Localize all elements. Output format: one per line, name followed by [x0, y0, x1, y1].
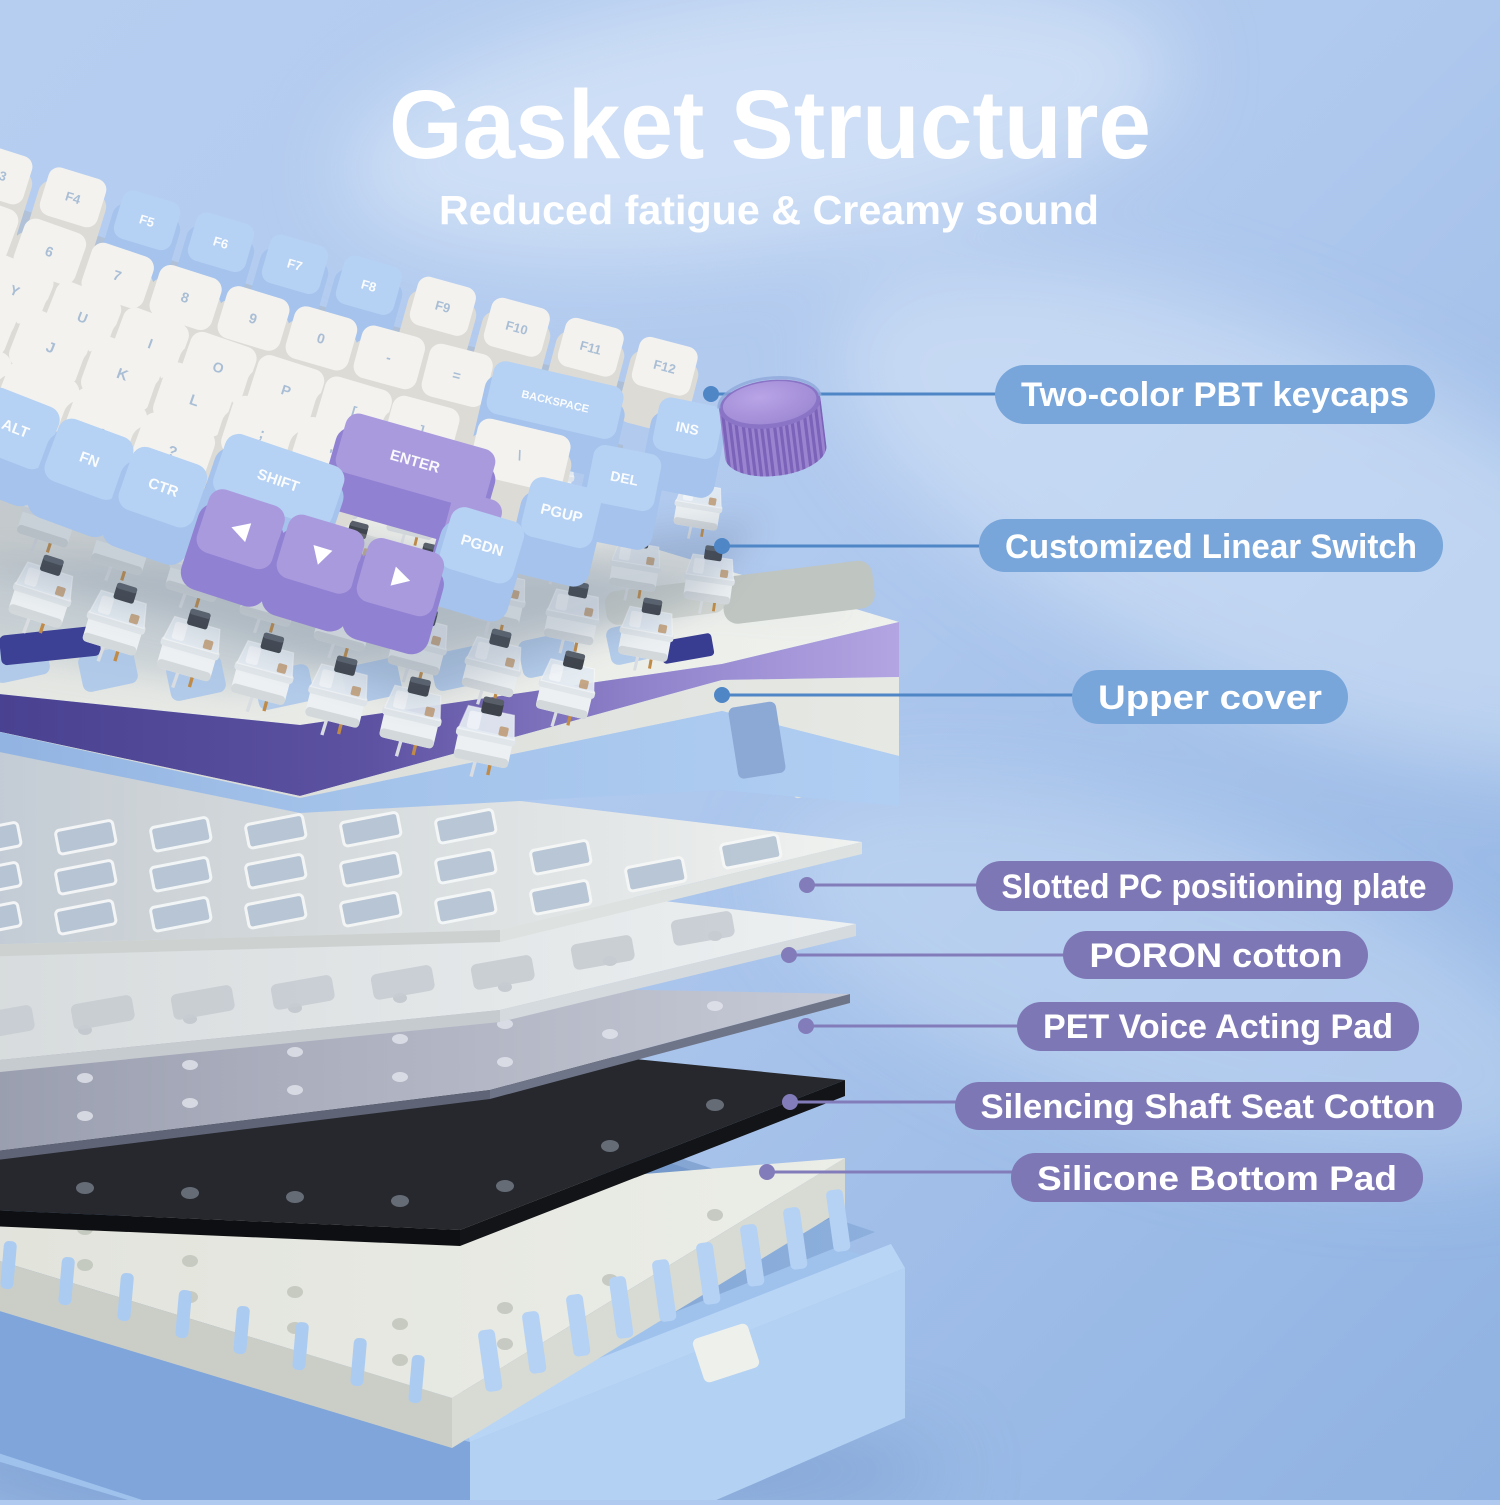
- svg-text:Slotted PC positioning plate: Slotted PC positioning plate: [1002, 868, 1427, 906]
- svg-text:INS: INS: [674, 418, 700, 438]
- svg-text:Reduced fatigue & Creamy sound: Reduced fatigue & Creamy sound: [439, 187, 1099, 233]
- svg-text:FN: FN: [77, 448, 102, 471]
- svg-text:F12: F12: [652, 357, 677, 377]
- svg-text:;: ;: [257, 425, 267, 443]
- svg-text:]: ]: [417, 422, 426, 439]
- svg-text:P: P: [279, 381, 293, 399]
- svg-text:F11: F11: [578, 338, 603, 358]
- svg-text:F6: F6: [211, 233, 230, 252]
- svg-text:.: .: [99, 418, 109, 435]
- svg-text:Gasket Structure: Gasket Structure: [389, 70, 1151, 179]
- svg-text:Silicone Bottom Pad: Silicone Bottom Pad: [1037, 1160, 1397, 1198]
- svg-text:F7: F7: [285, 255, 304, 274]
- svg-text:F3: F3: [0, 165, 8, 184]
- svg-text:,: ,: [31, 392, 41, 409]
- svg-text:F9: F9: [433, 297, 452, 316]
- svg-text:Silencing Shaft Seat Cotton: Silencing Shaft Seat Cotton: [981, 1088, 1436, 1126]
- svg-text:-: -: [384, 349, 393, 366]
- svg-text:Upper cover: Upper cover: [1098, 679, 1322, 717]
- svg-text:O: O: [211, 358, 227, 377]
- svg-text:\: \: [516, 447, 524, 463]
- svg-text:': ': [326, 446, 334, 463]
- svg-text:DEL: DEL: [609, 468, 640, 489]
- svg-text:I: I: [146, 335, 155, 351]
- svg-text:F4: F4: [63, 188, 83, 207]
- svg-text:F10: F10: [504, 318, 530, 338]
- svg-text:Two-color PBT keycaps: Two-color PBT keycaps: [1021, 376, 1409, 414]
- svg-text:=: =: [451, 366, 463, 384]
- svg-text:PORON cotton: PORON cotton: [1090, 937, 1343, 975]
- svg-text:Customized Linear Switch: Customized Linear Switch: [1005, 528, 1417, 566]
- svg-text:PET Voice Acting Pad: PET Voice Acting Pad: [1043, 1008, 1393, 1046]
- svg-text:F5: F5: [137, 211, 156, 230]
- svg-text:F8: F8: [359, 276, 378, 295]
- svg-text:[: [: [349, 403, 358, 420]
